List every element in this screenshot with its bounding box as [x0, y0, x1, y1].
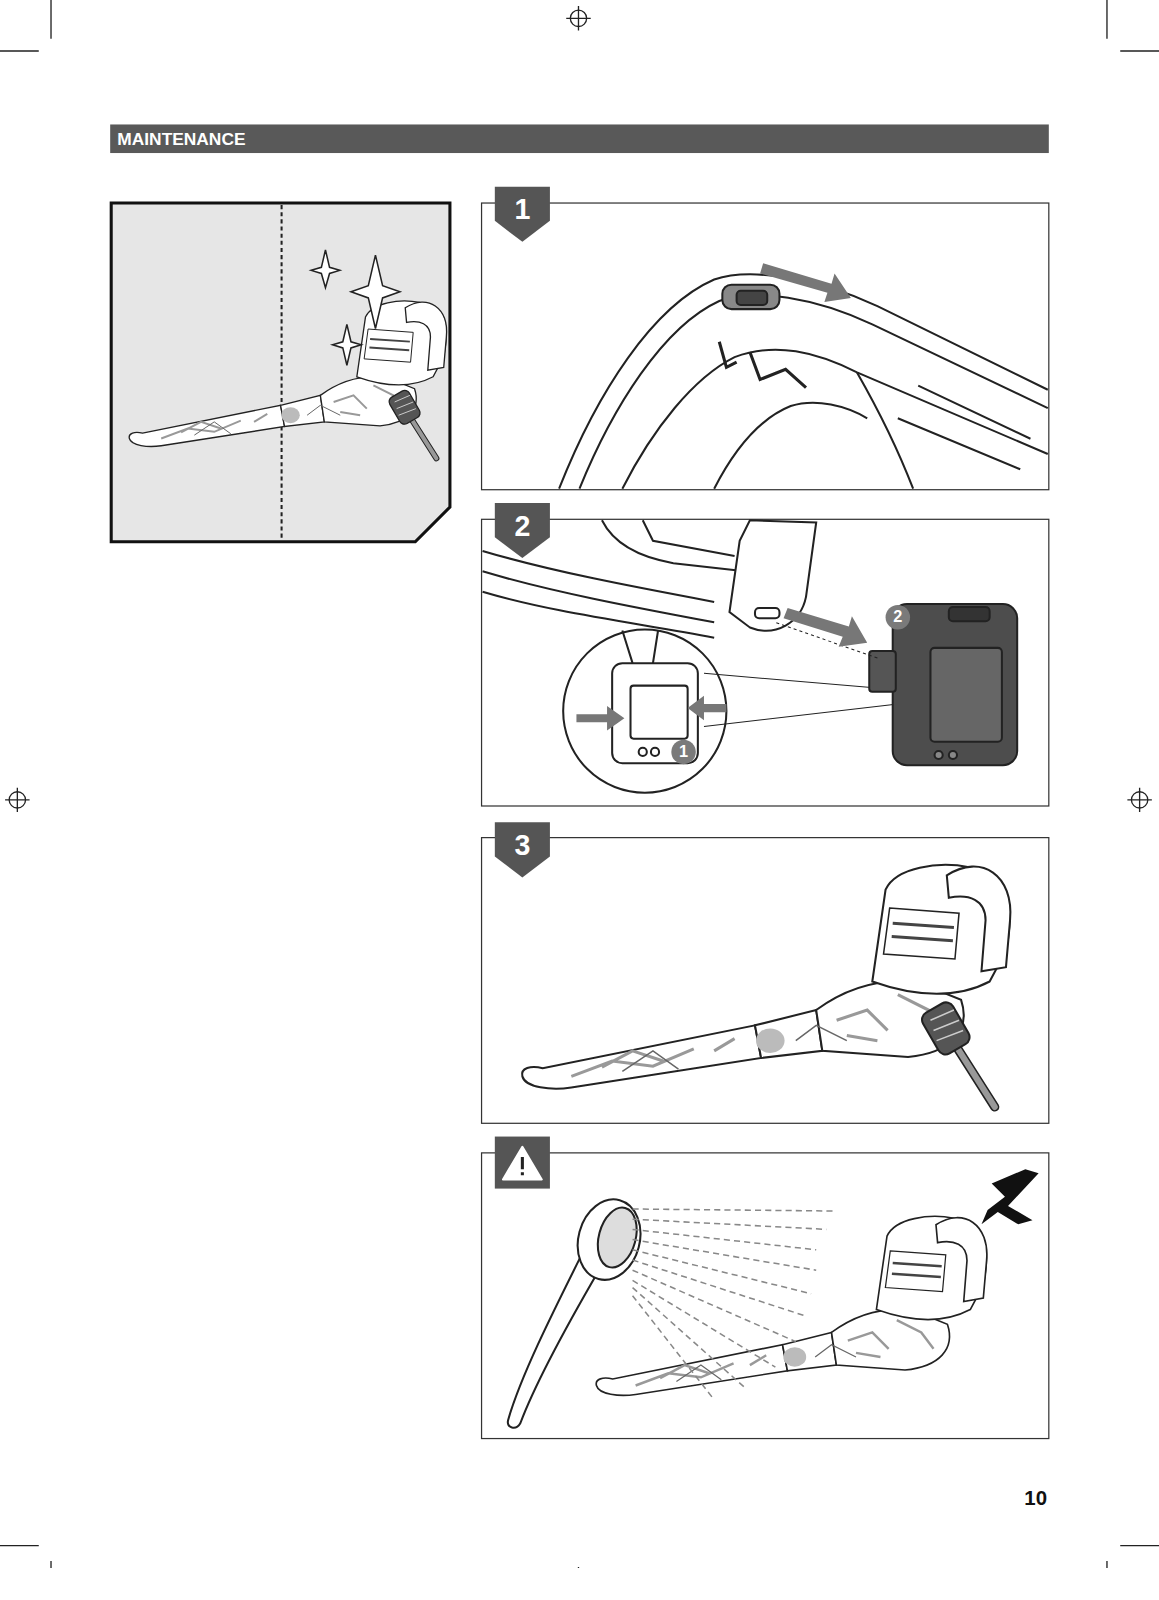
- section-header-bar: [110, 124, 1049, 153]
- sparkles: [311, 250, 400, 365]
- press-arrow: [688, 696, 727, 720]
- warning-exclamation: [521, 1157, 524, 1175]
- step-number: 2: [514, 512, 530, 541]
- slide-arrow: [760, 263, 851, 302]
- step-number: 3: [514, 831, 530, 860]
- overview-box: [111, 203, 450, 542]
- section-title: MAINTENANCE: [117, 131, 245, 148]
- circle-fill: [886, 605, 910, 629]
- divider-line: [281, 205, 283, 540]
- badge-fill: [495, 187, 550, 242]
- callout-circle: 2: [886, 605, 910, 629]
- clean-blower: [129, 301, 446, 458]
- step-badge: 3: [495, 822, 550, 877]
- step-panels: [482, 203, 1049, 1439]
- water-spray: [633, 1209, 837, 1400]
- callout-number: 2: [893, 609, 902, 625]
- brush-cleaning: [522, 865, 1010, 1107]
- step-badge: 2: [495, 503, 550, 558]
- callout-circle: 1: [671, 740, 695, 764]
- callout-number: 1: [679, 744, 688, 760]
- press-arrow: [576, 706, 624, 730]
- step-badge: 1: [495, 187, 550, 242]
- circle-fill: [671, 740, 695, 764]
- handle-closeup: [559, 274, 1048, 488]
- badge-fill: [495, 822, 550, 877]
- shower-head: [508, 1192, 649, 1427]
- badge-fill: [495, 503, 550, 558]
- step-number: 1: [514, 196, 530, 225]
- remove-arrow: [784, 608, 868, 647]
- page-number: 10: [1024, 1487, 1047, 1510]
- warning-triangle: [503, 1147, 542, 1180]
- battery-removal: [483, 520, 1018, 792]
- warning-badge: [495, 1137, 550, 1189]
- prohibited-cross: [981, 1169, 1038, 1224]
